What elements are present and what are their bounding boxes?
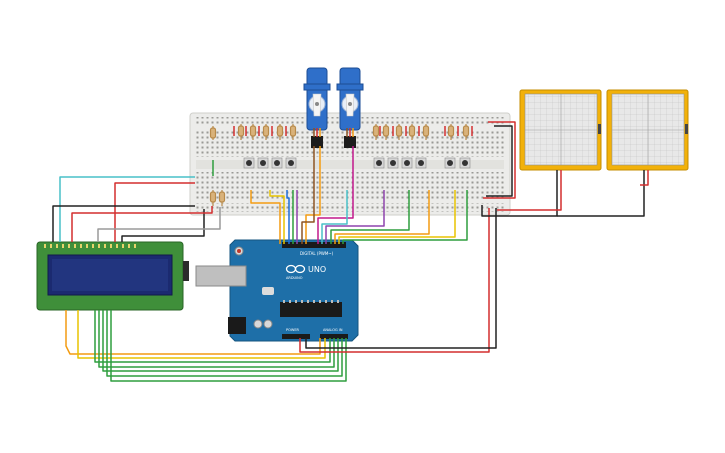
resistor [447,124,455,140]
servo-leads [313,128,354,137]
lcd-display [36,241,189,311]
resistor [289,124,297,140]
lcd-pins [44,244,136,248]
breadboard-jumpers [233,126,473,136]
wire-cyan-lcd [59,176,195,242]
arduino-uno-text: UNO [308,265,326,274]
wire-black-panel1 [481,170,558,217]
touch-panel [606,89,689,171]
wire-yellow [269,190,285,244]
wire-orange-servo1 [305,146,321,244]
wire-black-rail [486,125,513,197]
wire-green-lcd-3 [102,310,339,372]
wire-green-2 [330,190,410,244]
resistor [462,124,470,140]
wire-blue [286,190,290,244]
wire-red-panel2 [640,170,649,186]
arduino-logo [285,264,306,274]
wire-brown-servo1 [301,146,315,244]
arduino-power-label: POWER [286,328,300,332]
resistor [209,190,217,206]
wire-purple-2 [325,190,385,244]
resistor [372,124,380,140]
resistors [209,124,470,206]
wire-black-gnd [305,208,497,349]
resistor [237,124,245,140]
pushbutton [459,157,471,169]
resistor [218,190,226,206]
wire-red-rail [483,121,516,199]
pushbutton [285,157,297,169]
servo-motor [336,67,364,148]
pushbutton [401,157,413,169]
pushbutton [257,157,269,169]
wire-black-lcd-2 [121,209,205,242]
pushbutton [243,157,255,169]
pushbutton [415,157,427,169]
wire-red-lcd [114,182,195,242]
arduino-uno-board: DIGITAL (PWM~) UNO ARDUINO POWER ANALOG … [195,239,359,342]
wire-green-3 [342,190,468,244]
resistor [262,124,270,140]
pushbutton [444,157,456,169]
wire-red-power [299,208,490,353]
wire-green-lcd-1 [94,310,331,363]
pushbutton [271,157,283,169]
arduino-analog-label: ANALOG IN [323,328,343,332]
wires [52,121,649,382]
resistor [395,124,403,140]
resistor [276,124,284,140]
wire-orange-2 [334,190,430,244]
resistor [209,126,217,140]
pushbutton [373,157,385,169]
resistor [249,124,257,140]
resistor [422,124,430,140]
wire-orange [250,190,281,244]
wire-red-lcd-2 [71,206,213,242]
wire-magenta-servo2 [317,146,354,244]
touch-panel [519,89,602,171]
wire-gray-lcd [97,207,221,242]
pushbutton [387,157,399,169]
wire-red-panel1 [497,170,562,211]
arduino-digital-label: DIGITAL (PWM~) [300,251,334,256]
pushbuttons [243,157,471,169]
resistor [382,124,390,140]
resistor [408,124,416,140]
wire-black-panel2 [557,170,645,217]
wire-black-lcd [52,205,195,242]
wire-yellow-2 [338,190,456,244]
wire-green-lcd-4 [106,310,343,377]
arduino-sub-text: ARDUINO [286,276,303,280]
wire-cyan [321,190,348,244]
wire-green-lcd-5 [110,310,347,382]
